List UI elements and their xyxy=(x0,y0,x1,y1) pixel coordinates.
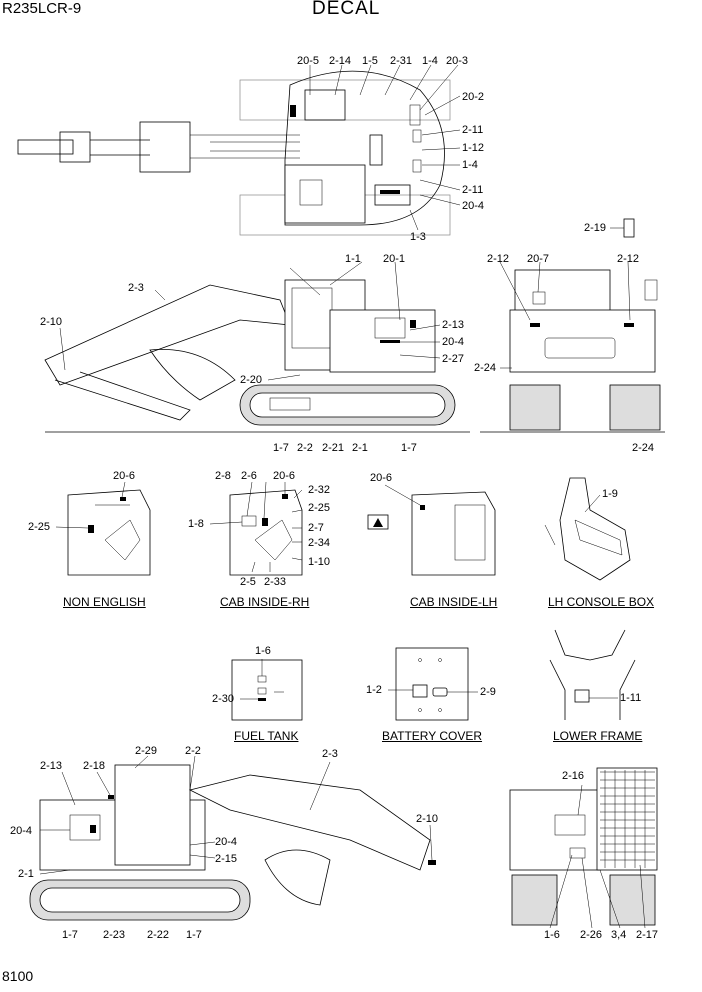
caption-fuel-tank: FUEL TANK xyxy=(234,729,299,743)
callout: 1-6 xyxy=(255,645,271,657)
cab-inside-lh-drawing xyxy=(367,484,496,576)
lh-console-box-drawing xyxy=(544,477,631,581)
non-english-cab-drawing xyxy=(55,481,151,576)
callout: 20-6 xyxy=(273,470,296,482)
top-view-drawing xyxy=(17,64,635,238)
callout: 2-29 xyxy=(135,745,158,757)
callout: 3,4 xyxy=(611,929,627,941)
caption-non-english: NON ENGLISH xyxy=(63,595,146,609)
callout: 2-18 xyxy=(83,760,106,772)
callout: 1-8 xyxy=(188,518,204,530)
caption-lh-console-box: LH CONSOLE BOX xyxy=(548,595,655,609)
callout: 2-20 xyxy=(240,374,263,386)
callout: 20-5 xyxy=(297,55,320,67)
callout: 2-33 xyxy=(264,576,287,588)
callout: 2-27 xyxy=(442,353,465,365)
callout: 2-15 xyxy=(215,853,238,865)
callout: 1-3 xyxy=(410,231,426,243)
callout: 2-13 xyxy=(40,760,63,772)
callout: 2-30 xyxy=(212,693,235,705)
callout: 2-10 xyxy=(40,316,63,328)
page-number: 8100 xyxy=(2,968,34,984)
page-title: DECAL xyxy=(312,0,381,19)
callout: 1-7 xyxy=(401,442,417,454)
callout: 2-5 xyxy=(240,576,256,588)
right-side-view-drawing xyxy=(29,755,436,921)
callout: 2-6 xyxy=(241,470,257,482)
callout: 1-9 xyxy=(602,488,618,500)
callout: 2-21 xyxy=(322,442,345,454)
caption-cab-inside-rh: CAB INSIDE-RH xyxy=(220,595,310,609)
front-view-drawing xyxy=(509,767,658,929)
callout: 20-6 xyxy=(113,470,136,482)
callout: 20-6 xyxy=(370,472,393,484)
callout: 2-9 xyxy=(480,686,496,698)
callout: 1-4 xyxy=(422,55,438,67)
callout: 2-12 xyxy=(487,253,510,265)
callout: 1-5 xyxy=(362,55,378,67)
callout: 1-10 xyxy=(308,556,331,568)
callout: 2-8 xyxy=(215,470,231,482)
callout: 2-13 xyxy=(442,319,465,331)
callout: 2-3 xyxy=(128,282,144,294)
callout: 2-22 xyxy=(147,929,170,941)
callout: 2-23 xyxy=(103,929,126,941)
callout: 2-24 xyxy=(474,362,497,374)
callout: 20-4 xyxy=(10,825,33,837)
callout: 20-4 xyxy=(462,200,485,212)
caption-cab-inside-lh: CAB INSIDE-LH xyxy=(410,595,498,609)
callout: 2-32 xyxy=(308,484,331,496)
callout: 2-11 xyxy=(462,184,484,196)
callout: 2-7 xyxy=(308,522,324,534)
callout: 1-7 xyxy=(186,929,202,941)
callout: 2-1 xyxy=(352,442,368,454)
lower-frame-drawing xyxy=(549,629,636,720)
callout: 2-16 xyxy=(562,770,585,782)
model-number: R235LCR-9 xyxy=(2,0,82,17)
callout: 20-2 xyxy=(462,91,485,103)
callout: 2-17 xyxy=(636,929,659,941)
callout: 2-31 xyxy=(390,55,413,67)
callout: 2-25 xyxy=(308,502,331,514)
caption-battery-cover: BATTERY COVER xyxy=(382,729,483,743)
callout: 1-11 xyxy=(620,692,642,704)
callout: 1-4 xyxy=(462,159,478,171)
callout: 2-26 xyxy=(580,929,603,941)
callout: 2-11 xyxy=(462,124,484,136)
battery-cover-drawing xyxy=(388,647,478,721)
fuel-tank-drawing xyxy=(231,659,303,721)
callout: 1-7 xyxy=(62,929,78,941)
callout: 2-34 xyxy=(308,537,331,549)
callout: 1-1 xyxy=(345,253,361,265)
caption-lower-frame: LOWER FRAME xyxy=(553,729,643,743)
callout: 2-2 xyxy=(185,745,201,757)
callout: 2-25 xyxy=(28,521,51,533)
callout: 2-12 xyxy=(617,253,640,265)
callout: 2-19 xyxy=(584,222,607,234)
rear-view-drawing xyxy=(480,261,665,433)
callout: 2-1 xyxy=(18,868,34,880)
callout: 2-14 xyxy=(329,55,352,67)
cab-inside-rh-drawing xyxy=(209,481,303,576)
left-side-view-drawing xyxy=(44,261,470,433)
callout: 2-24 xyxy=(632,442,655,454)
callout: 20-1 xyxy=(383,253,406,265)
callout: 20-3 xyxy=(446,55,469,67)
callout: 1-7 xyxy=(273,442,289,454)
callout: 1-6 xyxy=(544,929,560,941)
callout: 2-2 xyxy=(297,442,313,454)
callout: 1-12 xyxy=(462,142,485,154)
callout: 20-4 xyxy=(215,836,238,848)
callout: 1-2 xyxy=(366,684,382,696)
callout: 20-7 xyxy=(527,253,550,265)
callout: 2-3 xyxy=(322,748,338,760)
callout: 20-4 xyxy=(442,336,465,348)
callout: 2-10 xyxy=(416,813,439,825)
